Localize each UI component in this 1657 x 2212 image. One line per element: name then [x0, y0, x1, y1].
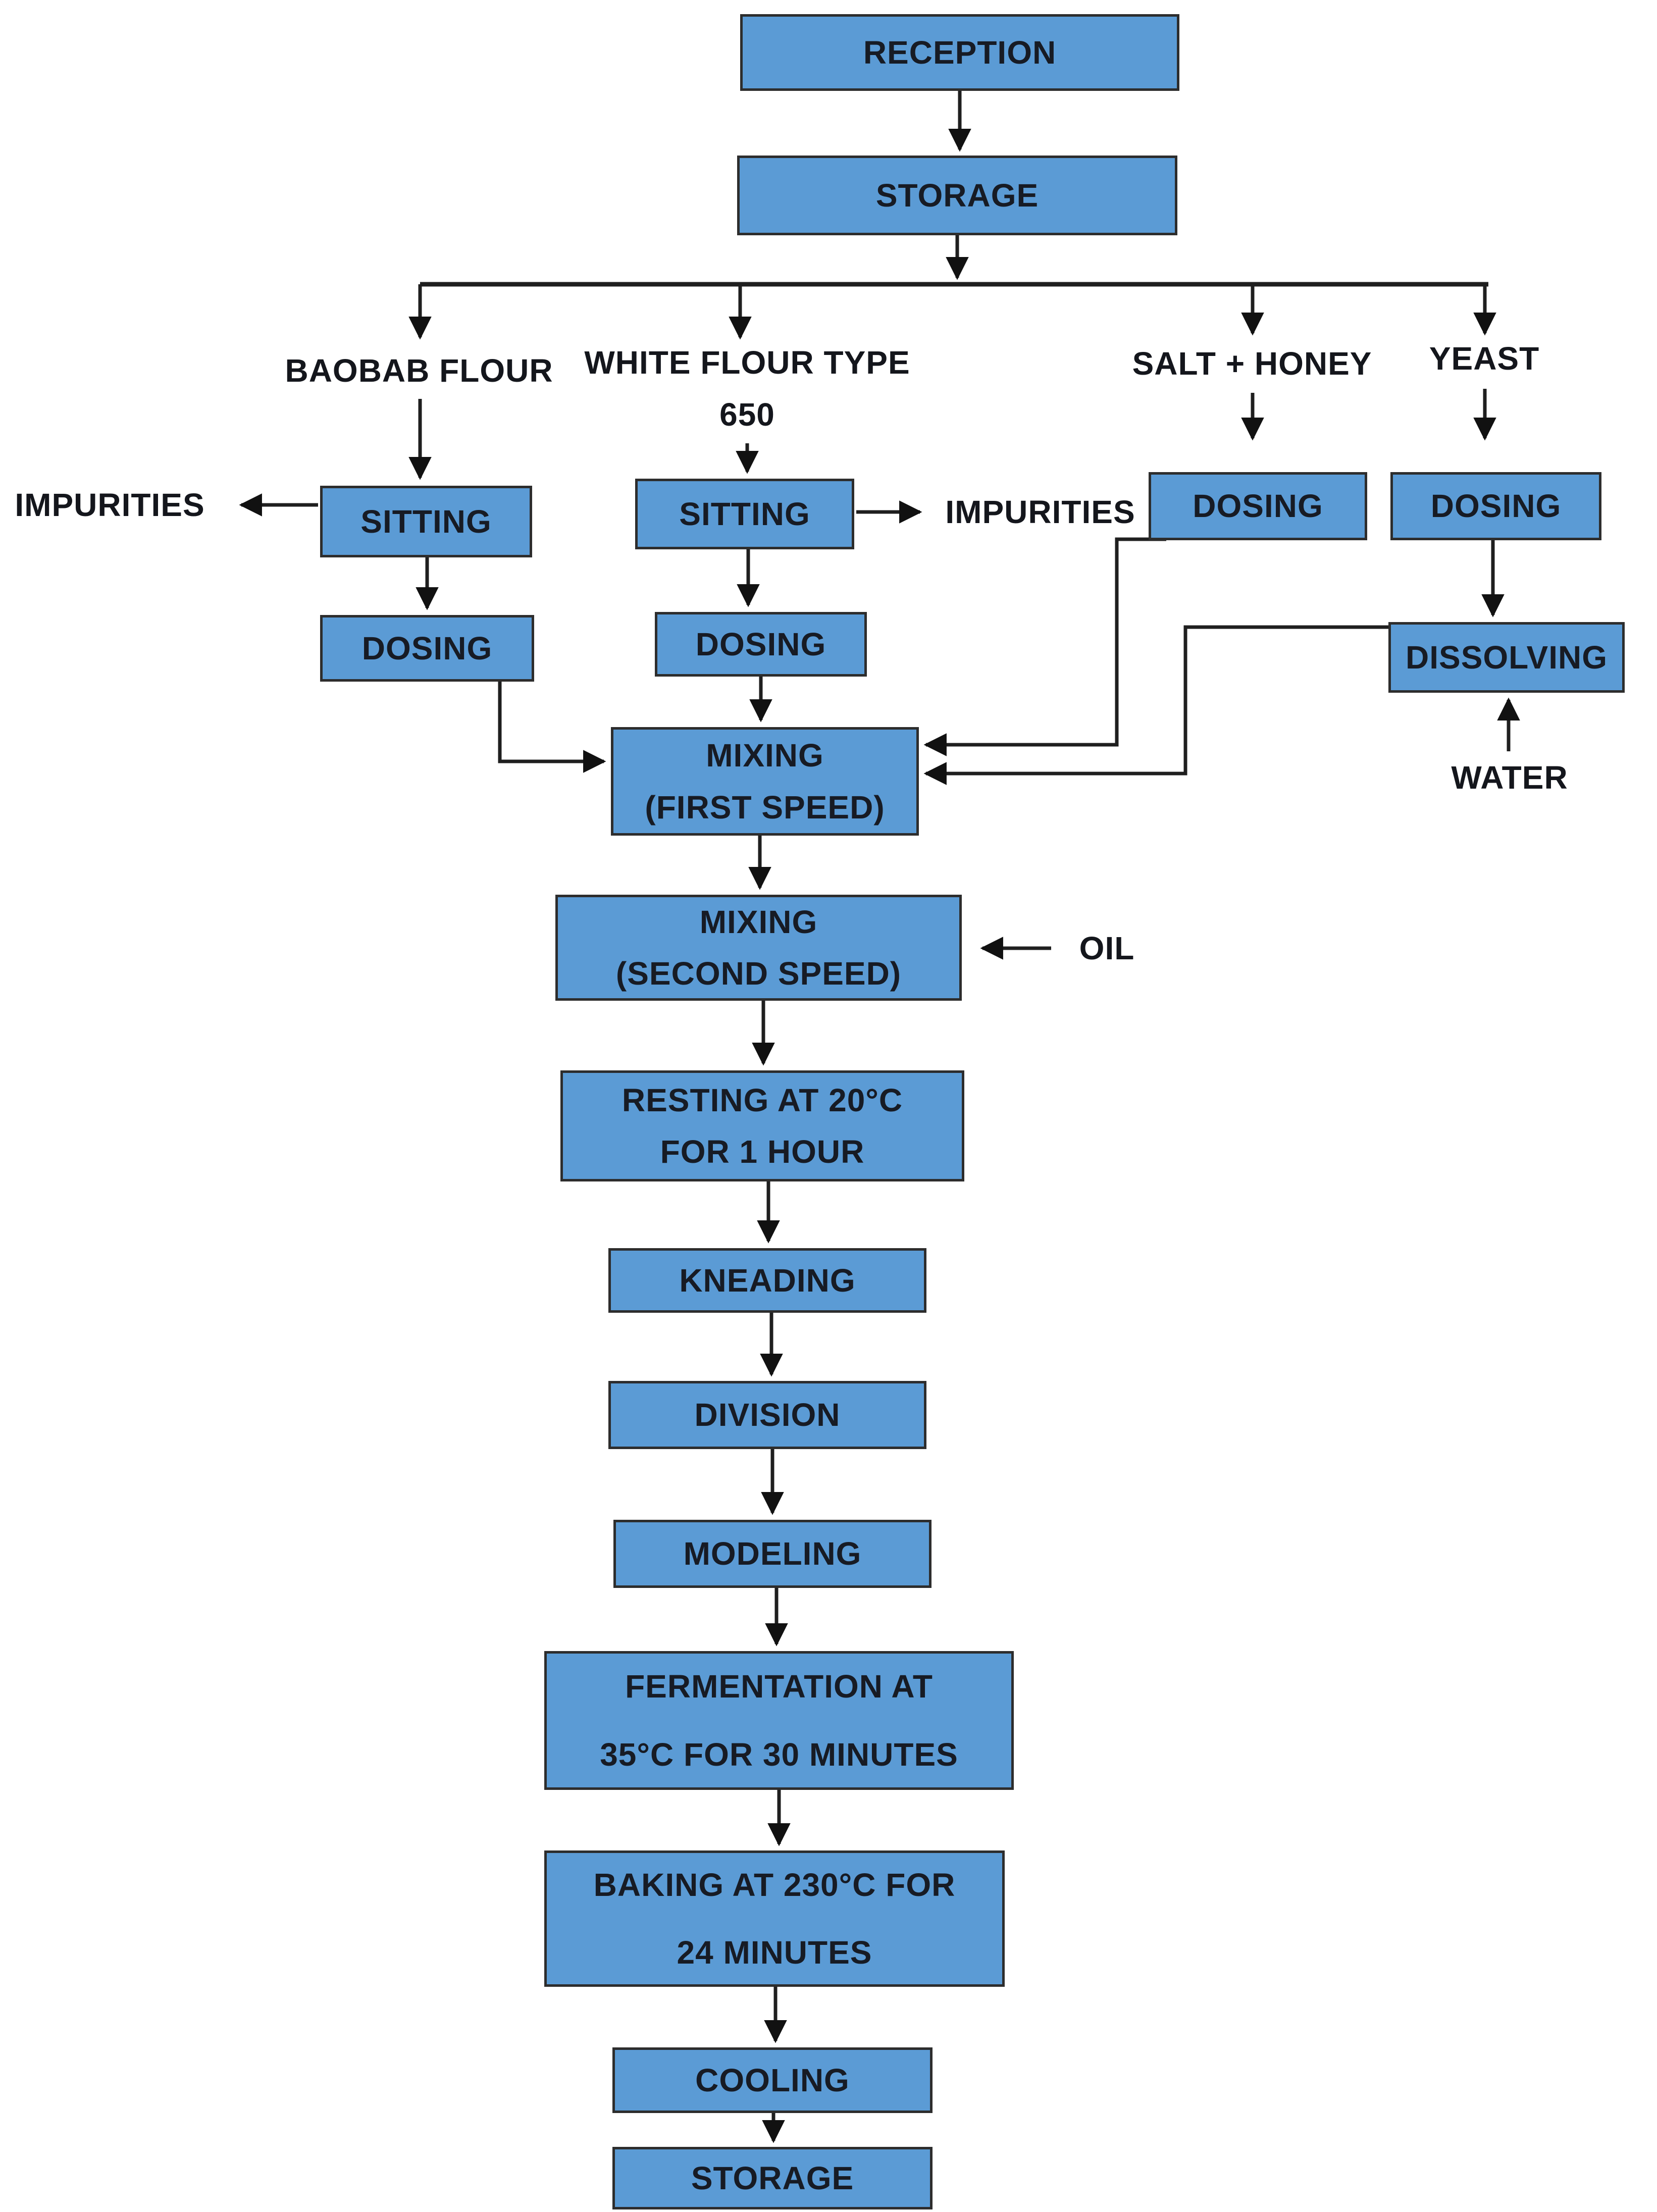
node-text-line: RECEPTION	[863, 34, 1057, 71]
label-text-line: OIL	[1079, 930, 1135, 967]
label-text-line: 650	[719, 396, 775, 433]
label-oil: OIL	[1060, 927, 1154, 970]
node-storage-top: STORAGE	[737, 156, 1177, 235]
node-text-line: DOSING	[361, 630, 493, 666]
node-kneading: KNEADING	[608, 1248, 926, 1313]
label-text-line: IMPURITIES	[15, 487, 205, 524]
label-text-line: IMPURITIES	[945, 494, 1135, 531]
node-text-line: MODELING	[683, 1535, 862, 1572]
node-mixing-first: MIXING (FIRST SPEED)	[611, 727, 919, 836]
label-text-line: WATER	[1451, 759, 1568, 796]
node-sitting-baobab: SITTING	[320, 486, 532, 557]
node-mixing-second: MIXING (SECOND SPEED)	[555, 895, 962, 1001]
label-baobab-flour: BAOBAB FLOUR	[268, 349, 571, 392]
node-baking: BAKING AT 230°C FOR 24 MINUTES	[544, 1850, 1005, 1987]
node-text-line: DOSING	[695, 626, 826, 662]
node-dissolving: DISSOLVING	[1388, 622, 1625, 693]
node-storage-bottom: STORAGE	[612, 2147, 933, 2209]
node-dosing-yeast: DOSING	[1390, 472, 1601, 540]
node-text-line: FOR 1 HOUR	[660, 1134, 865, 1170]
node-text-line: (SECOND SPEED)	[615, 955, 902, 992]
node-text-line: DISSOLVING	[1406, 639, 1608, 676]
node-text-line: FERMENTATION AT	[625, 1668, 933, 1705]
node-text-line: KNEADING	[679, 1262, 856, 1299]
edge-dosing-baobab-mixing-first	[498, 682, 606, 773]
node-text-line: RESTING AT 20°C	[622, 1082, 903, 1118]
node-text-line: DIVISION	[694, 1397, 841, 1433]
node-text-line: BAKING AT 230°C FOR	[593, 1866, 956, 1903]
label-text-line: WHITE FLOUR TYPE	[584, 344, 910, 381]
node-text-line: MIXING	[699, 903, 818, 940]
node-text-line: COOLING	[695, 2062, 850, 2098]
node-sitting-white: SITTING	[635, 479, 854, 549]
label-yeast: YEAST	[1381, 337, 1588, 380]
node-dosing-white: DOSING	[655, 612, 867, 677]
node-text-line: 24 MINUTES	[677, 1934, 872, 1971]
node-text-line: SITTING	[679, 495, 810, 532]
label-text-line: SALT + HONEY	[1132, 345, 1372, 382]
node-text-line: (FIRST SPEED)	[645, 789, 885, 826]
node-reception: RECEPTION	[740, 14, 1179, 91]
label-salt-honey: SALT + HONEY	[1098, 342, 1406, 385]
node-text-line: STORAGE	[691, 2159, 854, 2196]
edge-dissolving-mixing-first	[923, 625, 1388, 785]
node-text-line: STORAGE	[875, 177, 1039, 214]
node-text-line: SITTING	[360, 503, 492, 540]
label-white-flour: WHITE FLOUR TYPE 650	[578, 339, 916, 438]
label-impurities-left: IMPURITIES	[0, 484, 220, 527]
label-impurities-right: IMPURITIES	[928, 491, 1153, 534]
node-fermentation: FERMENTATION AT 35°C FOR 30 MINUTES	[544, 1651, 1014, 1790]
node-text-line: 35°C FOR 30 MINUTES	[600, 1736, 958, 1773]
node-division: DIVISION	[608, 1381, 926, 1449]
node-dosing-baobab: DOSING	[320, 615, 534, 682]
label-text-line: YEAST	[1429, 340, 1540, 377]
node-text-line: DOSING	[1193, 488, 1323, 525]
node-dosing-salt: DOSING	[1149, 472, 1367, 540]
edge-dosing-salt-mixing-first	[923, 537, 1166, 756]
node-resting: RESTING AT 20°C FOR 1 HOUR	[560, 1070, 964, 1181]
node-modeling: MODELING	[613, 1520, 931, 1588]
label-text-line: BAOBAB FLOUR	[285, 352, 553, 389]
label-water: WATER	[1409, 756, 1611, 799]
node-text-line: MIXING	[706, 737, 824, 774]
node-text-line: DOSING	[1430, 488, 1562, 525]
node-cooling: COOLING	[612, 2047, 933, 2113]
